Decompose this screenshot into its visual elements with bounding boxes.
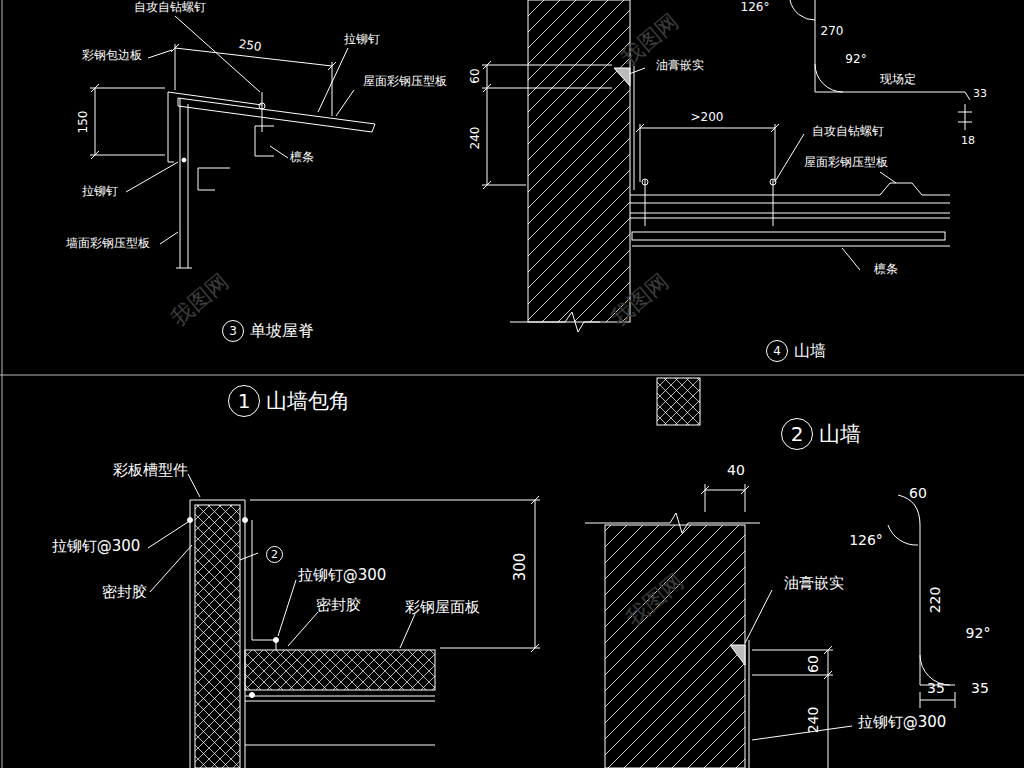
part-label: 拉铆钉@300	[298, 567, 387, 584]
callout-circle-number: 1	[228, 385, 260, 417]
callout-number: 4 山墙	[766, 340, 826, 362]
dimension: >200	[691, 111, 724, 124]
part-label: 檩条	[874, 263, 898, 276]
part-label: 油膏嵌实	[784, 575, 844, 592]
callout-number: 2山墙	[781, 418, 861, 450]
part-label: 密封胶	[102, 584, 147, 601]
part-label: 拉铆钉	[344, 33, 380, 46]
dimension: 92°	[845, 53, 866, 66]
callout-circle-number: 2	[781, 418, 813, 450]
part-label: 屋面彩钢压型板	[804, 156, 888, 169]
dimension: 220	[928, 587, 943, 614]
dimension: 18	[961, 135, 975, 147]
watermark: 我图网	[607, 270, 673, 331]
callout-number: 3 单坡屋脊	[222, 320, 314, 342]
part-label: 油膏嵌实	[656, 59, 704, 72]
watermark: 我图网	[167, 270, 233, 331]
callout-circle-number: 4	[766, 340, 788, 362]
dimension: 150	[77, 111, 90, 134]
callout-number: 2	[266, 546, 283, 563]
dimension: 126°	[849, 533, 883, 548]
part-label: 彩板槽型件	[113, 462, 188, 479]
part-label: 彩钢包边板	[82, 49, 142, 62]
detail-title: 山墙包角	[266, 387, 350, 415]
part-label: 自攻自钻螺钉	[812, 125, 884, 138]
part-label: 墙面彩钢压型板	[66, 237, 150, 250]
dimension: 60	[806, 655, 821, 673]
detail-title: 单坡屋脊	[250, 321, 314, 342]
dimension: 250	[238, 38, 263, 54]
dimension: 35	[971, 681, 989, 696]
part-label: 密封胶	[316, 597, 361, 614]
dimension: 40	[727, 463, 745, 478]
dimension: 60	[469, 68, 482, 83]
callout-circle-number: 3	[222, 320, 244, 342]
dimension: 92°	[966, 626, 991, 641]
dimension: 60	[909, 486, 927, 501]
callout-number: 1山墙包角	[228, 385, 350, 417]
part-label: 屋面彩钢压型板	[363, 75, 447, 88]
note: 现场定	[880, 73, 916, 86]
part-label: 彩钢屋面板	[405, 599, 480, 616]
part-label: 拉铆钉@300	[52, 538, 141, 555]
dimension: 126°	[741, 1, 770, 14]
part-label: 拉铆钉	[82, 185, 118, 198]
detail-title: 山墙	[819, 420, 861, 448]
dimension: 270	[821, 25, 844, 38]
watermark: 我图网	[622, 570, 688, 631]
dimension: 35	[927, 681, 945, 696]
part-label: 檩条	[290, 151, 314, 164]
dimension: 33	[973, 88, 987, 100]
part-label: 拉铆钉@300	[858, 714, 947, 731]
detail-title: 山墙	[794, 341, 826, 362]
dimension: 240	[806, 707, 821, 734]
callout-circle-number: 2	[266, 546, 283, 563]
part-label: 自攻自钻螺钉	[134, 1, 206, 14]
dimension: 300	[512, 553, 529, 582]
dimension: 240	[469, 127, 482, 150]
